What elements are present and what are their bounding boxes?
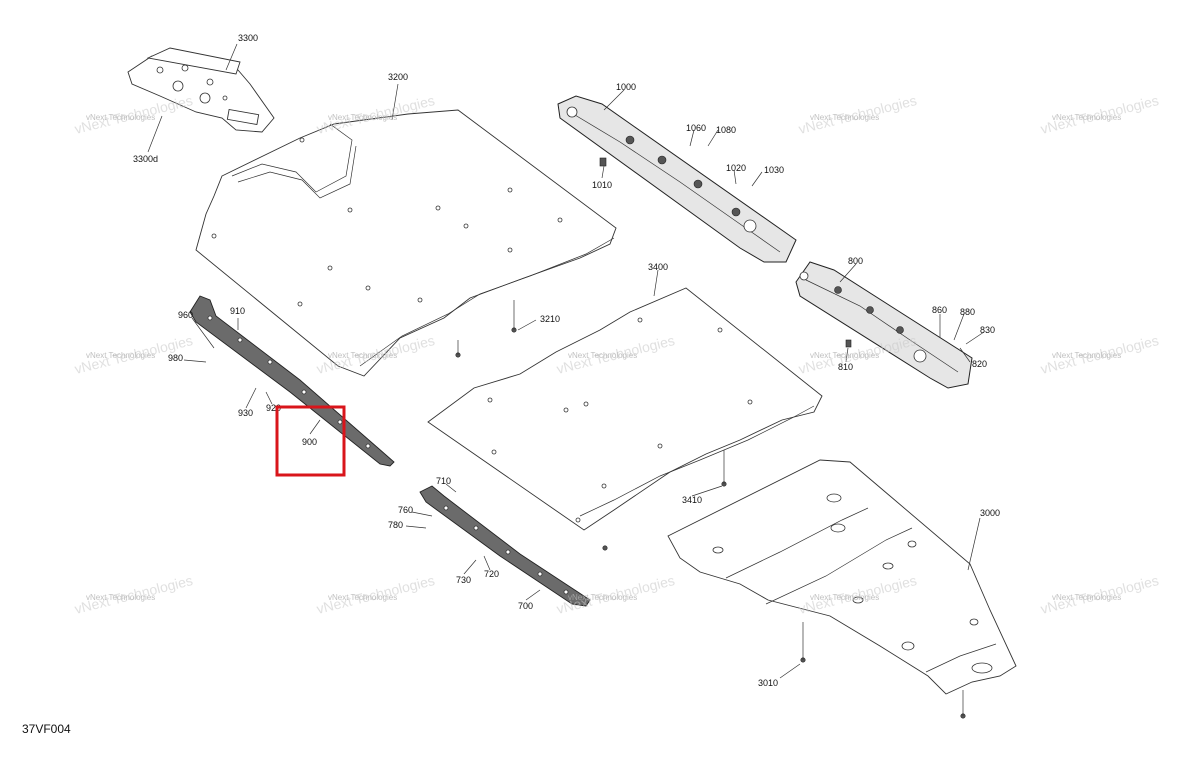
label-980[interactable]: 980 [168, 353, 183, 363]
label-810[interactable]: 810 [838, 362, 853, 372]
watermark-small: vNext Technologies [568, 593, 637, 602]
part-3000-skid-plate[interactable] [667, 459, 1017, 719]
watermark-small: vNext Technologies [810, 113, 879, 122]
label-910[interactable]: 910 [230, 306, 245, 316]
watermark-small: vNext Technologies [1052, 113, 1121, 122]
watermark-small: vNext Technologies [568, 351, 637, 360]
watermark-small: vNext Technologies [1052, 593, 1121, 602]
label-920[interactable]: 920 [266, 403, 281, 413]
label-3010[interactable]: 3010 [758, 678, 778, 688]
part-1000-rail[interactable] [557, 95, 797, 263]
part-800-rail[interactable] [795, 261, 973, 389]
label-710[interactable]: 710 [436, 476, 451, 486]
watermark-small: vNext Technologies [86, 593, 155, 602]
label-780[interactable]: 780 [388, 520, 403, 530]
watermark-small: vNext Technologies [328, 113, 397, 122]
label-860[interactable]: 860 [932, 305, 947, 315]
leader-lines [147, 43, 985, 716]
label-1030[interactable]: 1030 [764, 165, 784, 175]
label-760[interactable]: 760 [398, 505, 413, 515]
label-1000[interactable]: 1000 [616, 82, 636, 92]
label-1010[interactable]: 1010 [592, 180, 612, 190]
label-900[interactable]: 900 [302, 437, 317, 447]
label-3410[interactable]: 3410 [682, 495, 702, 505]
label-700[interactable]: 700 [518, 601, 533, 611]
label-820[interactable]: 820 [972, 359, 987, 369]
label-1080[interactable]: 1080 [716, 125, 736, 135]
label-3300[interactable]: 3300 [238, 33, 258, 43]
label-720[interactable]: 720 [484, 569, 499, 579]
watermark-small: vNext Technologies [1052, 351, 1121, 360]
label-730[interactable]: 730 [456, 575, 471, 585]
watermark-small: vNext Technologies [810, 351, 879, 360]
label-800[interactable]: 800 [848, 256, 863, 266]
watermark-small: vNext Technologies [86, 351, 155, 360]
watermark-small: vNext Technologies [328, 351, 397, 360]
label-1060[interactable]: 1060 [686, 123, 706, 133]
label-880[interactable]: 880 [960, 307, 975, 317]
highlight-box-900 [275, 405, 346, 477]
label-3200[interactable]: 3200 [388, 72, 408, 82]
diagram-code: 37VF004 [22, 722, 71, 736]
label-3000[interactable]: 3000 [980, 508, 1000, 518]
part-3300-bracket[interactable] [127, 47, 275, 133]
label-3210[interactable]: 3210 [540, 314, 560, 324]
watermark-small: vNext Technologies [328, 593, 397, 602]
part-3200-floor-panel[interactable] [195, 109, 617, 377]
part-700-rocker-rail[interactable] [419, 485, 591, 607]
label-3300d[interactable]: 3300d [133, 154, 158, 164]
label-930[interactable]: 930 [238, 408, 253, 418]
label-960[interactable]: 960 [178, 310, 193, 320]
label-3400[interactable]: 3400 [648, 262, 668, 272]
part-labels: 3300 3300d 3200 3210 1000 1060 1080 1010… [133, 33, 1000, 688]
label-1020[interactable]: 1020 [726, 163, 746, 173]
label-830[interactable]: 830 [980, 325, 995, 335]
part-3400-floor-panel[interactable] [427, 287, 823, 551]
watermark-small: vNext Technologies [810, 593, 879, 602]
watermark-small: vNext Technologies [86, 113, 155, 122]
